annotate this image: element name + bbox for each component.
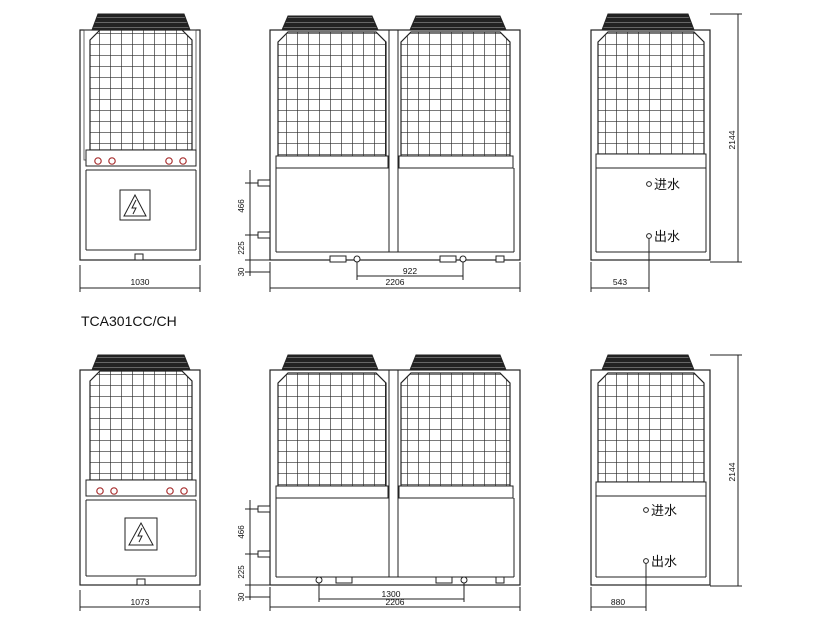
pipe-spacing-dimension: 922 [403, 266, 417, 276]
unit-height-dimension: 2144 [727, 462, 737, 481]
high-voltage-warning-icon [119, 189, 151, 221]
pipe-spacing-dimension: 1300 [382, 589, 401, 599]
inlet-height-dimension: 466 [237, 525, 246, 539]
front-width-dimension: 1030 [131, 277, 150, 287]
front-view-1: 1030 [79, 13, 201, 292]
inlet-height-dimension: 466 [237, 199, 246, 213]
outlet-offset-dimension: 880 [611, 597, 625, 607]
water-inlet-label: 进水 [654, 177, 680, 192]
water-outlet-label: 出水 [654, 229, 680, 244]
water-outlet-label: 出水 [651, 554, 677, 569]
water-outlet-port [643, 558, 649, 564]
row-1: 1030 [79, 13, 742, 292]
water-inlet-port [643, 507, 649, 513]
outlet-offset-dimension: 543 [613, 277, 627, 287]
side-width-dimension: 2206 [386, 597, 405, 607]
pipe-connections [94, 157, 187, 165]
right-view-2: 进水 出水 2144 880 [590, 354, 742, 611]
base-height-dimension: 30 [237, 267, 246, 276]
model-label: TCA301CC/CH [81, 313, 177, 329]
water-inlet-port [646, 181, 652, 187]
water-outlet-port [646, 233, 652, 239]
fan-guard [91, 13, 191, 31]
side-view-2: 466 225 30 1300 2206 [237, 354, 521, 611]
water-inlet-label: 进水 [651, 503, 677, 518]
row-2: 1073 466 [79, 354, 742, 611]
side-view-1: 466 225 30 922 2206 [237, 15, 521, 292]
unit-height-dimension: 2144 [727, 130, 737, 149]
side-width-dimension: 2206 [386, 277, 405, 287]
outlet-height-dimension: 225 [237, 565, 246, 579]
front-width-dimension: 1073 [131, 597, 150, 607]
right-view-1: 进水 出水 2144 543 [590, 13, 742, 292]
high-voltage-warning-icon [124, 517, 158, 551]
outlet-height-dimension: 225 [237, 241, 246, 255]
base-height-dimension: 30 [237, 592, 246, 601]
front-view-2: 1073 [79, 354, 201, 611]
